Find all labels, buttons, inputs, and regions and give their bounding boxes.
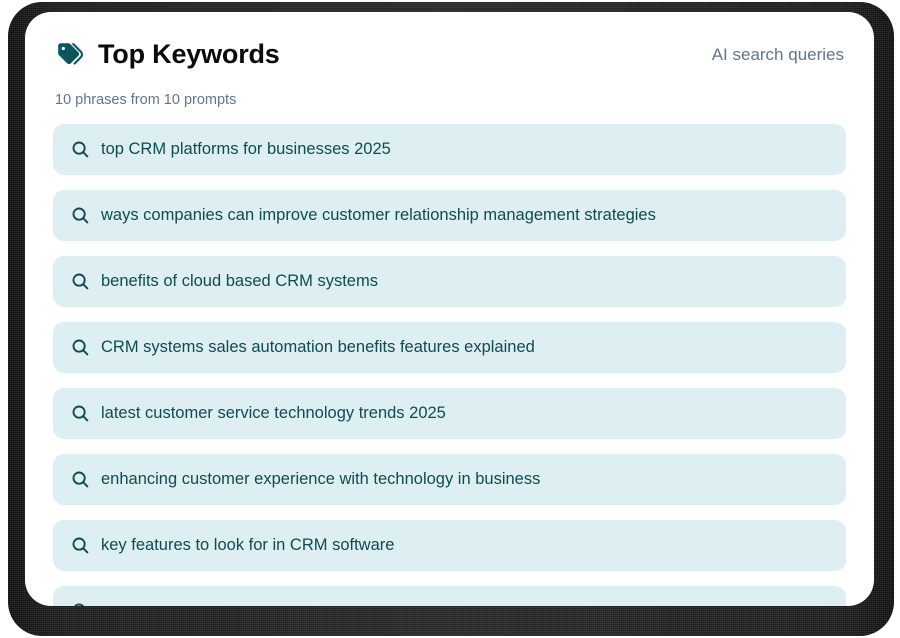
top-keywords-card: Top Keywords AI search queries 10 phrase… [25, 12, 874, 606]
header-note: AI search queries [711, 45, 844, 64]
page-margin-right [894, 0, 900, 638]
keyword-row[interactable]: benefits of cloud based CRM systems [53, 256, 846, 307]
keyword-count-subtitle: 10 phrases from 10 prompts [55, 92, 237, 108]
search-icon [71, 470, 90, 489]
keyword-row[interactable]: ways companies can improve customer rela… [53, 190, 846, 241]
search-icon [71, 206, 90, 225]
keyword-text: key features to look for in CRM software [101, 536, 395, 554]
tag-icon [55, 40, 85, 70]
search-icon [71, 140, 90, 159]
card-header: Top Keywords AI search queries [53, 39, 846, 70]
card-content: Top Keywords AI search queries 10 phrase… [25, 12, 874, 606]
search-icon [71, 602, 90, 606]
search-icon [71, 272, 90, 291]
keyword-text: ways companies can improve customer rela… [101, 206, 656, 224]
keyword-row[interactable]: enhancing customer experience with techn… [53, 454, 846, 505]
search-icon [71, 404, 90, 423]
keyword-list: top CRM platforms for businesses 2025 way… [53, 124, 846, 606]
page-title: Top Keywords [98, 39, 280, 70]
keyword-text: top CRM platforms for businesses 2025 [101, 140, 391, 158]
keyword-text: benefits of cloud based CRM systems [101, 272, 378, 290]
search-icon [71, 536, 90, 555]
keyword-row[interactable]: key features to look for in CRM software [53, 520, 846, 571]
keyword-row[interactable]: latest customer service technology trend… [53, 388, 846, 439]
keyword-row[interactable]: CRM systems sales automation benefits fe… [53, 322, 846, 373]
page-margin-left [0, 0, 8, 638]
keyword-text: CRM systems sales automation benefits fe… [101, 338, 535, 356]
title-group: Top Keywords [55, 39, 280, 70]
page-margin-top [0, 0, 900, 2]
keyword-text: latest customer service technology trend… [101, 404, 446, 422]
keyword-row[interactable]: top CRM platforms for businesses 2025 [53, 124, 846, 175]
search-icon [71, 338, 90, 357]
keyword-row[interactable] [53, 586, 846, 606]
keyword-text: enhancing customer experience with techn… [101, 470, 541, 488]
